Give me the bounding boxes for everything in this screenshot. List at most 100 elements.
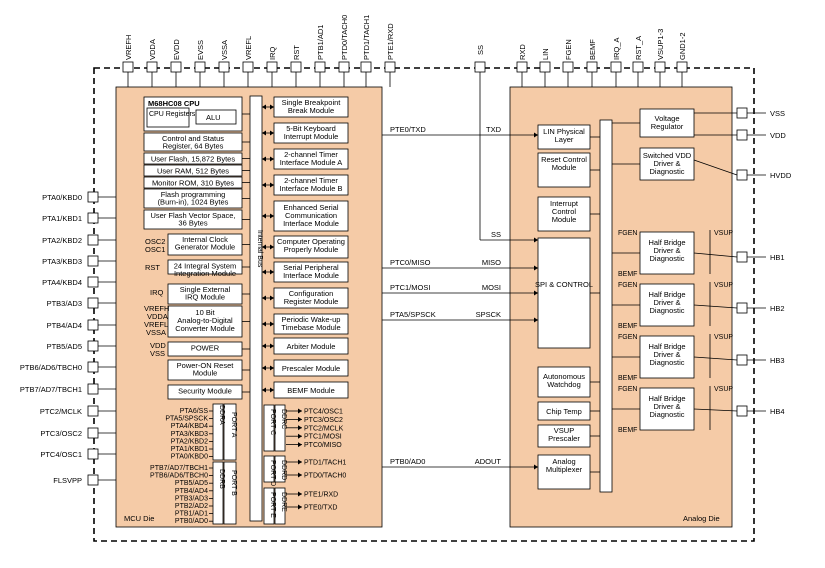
half-bridge-label-3-line: Diagnostic xyxy=(649,410,684,419)
bemf-label: BEMF xyxy=(618,271,637,278)
arrow-head xyxy=(298,442,302,448)
mcu-block-label-6-line: Internal Clock xyxy=(182,235,228,244)
mcu-right-block-label-7-line: Register Module xyxy=(284,297,339,306)
mcu-right-block-label-3-line: 2-channel Timer xyxy=(284,176,338,185)
top-pin-pad xyxy=(122,61,134,73)
bus-arrow xyxy=(262,269,266,275)
left-pin-label: PTB3/AD3 xyxy=(47,299,82,308)
left-pin-label: PTB5/AD5 xyxy=(47,342,82,351)
top-pin-label: IRQ xyxy=(268,47,277,61)
top-pin-label: PTD1/TACH1 xyxy=(362,15,371,60)
arrow-head xyxy=(298,472,302,478)
left-pin-pad xyxy=(87,276,99,288)
top-pin-label: PTE1/RXD xyxy=(386,23,395,60)
fgen-label: FGEN xyxy=(618,386,637,393)
mcu-block-label-1-line: User Flash, 15,872 Bytes xyxy=(151,155,235,164)
mcu-right-block-label-3-line: Interface Module B xyxy=(280,184,343,193)
rst-label: RST xyxy=(145,263,160,272)
analog-block-label-7-line: Analog xyxy=(552,457,575,466)
mcu-right-block-label-0-line: Single Breakpoint xyxy=(282,98,342,107)
port-b-pin: PTB0/AD0 xyxy=(175,518,208,525)
port-a-pin: PTA5/SPSCK xyxy=(165,416,208,423)
left-pin-label: PTB7/AD7/TBCH1 xyxy=(20,385,82,394)
cpu-title: M68HC08 CPU xyxy=(148,99,200,108)
ddrb-label: DDRB xyxy=(218,469,225,489)
bus-arrow xyxy=(270,213,274,219)
left-pin-pad xyxy=(87,234,99,246)
portc-label: PORT C xyxy=(269,409,276,435)
analog-signal-label: SPSCK xyxy=(476,310,501,319)
mcu-block-label-0-line: Register, 64 Bytes xyxy=(163,142,224,151)
top-pin-pad xyxy=(539,61,551,73)
mcu-right-block-label-11: BEMF Module xyxy=(287,386,335,395)
top-pin-label: PTB1/AD1 xyxy=(316,25,325,60)
portd-label: PORT D xyxy=(269,460,276,486)
analog-block-3 xyxy=(537,237,591,349)
mcu-right-block-label-10-line: Prescaler Module xyxy=(282,364,340,373)
mcu-block-label-4: Flash programming(Burn-in), 1024 Bytes xyxy=(158,190,229,207)
left-pin-pad xyxy=(87,191,99,203)
left-pin-pad xyxy=(87,448,99,460)
hb-out-wire xyxy=(693,356,738,361)
right-pin-pad xyxy=(736,129,748,141)
top-pin-pad xyxy=(218,61,230,73)
vdd-label: VDD xyxy=(150,341,166,350)
top-pin-label: VREFL xyxy=(244,36,253,60)
mcu-block-label-10: POWER xyxy=(191,344,220,353)
portb-label: PORT B xyxy=(230,470,237,496)
vrefh-label: VREFH xyxy=(144,304,169,313)
left-pin-pad xyxy=(87,405,99,417)
mcu-block-label-2: User RAM, 512 Bytes xyxy=(157,167,229,176)
top-pin-label: RST_A xyxy=(634,36,643,60)
top-pin-pad xyxy=(384,61,396,73)
vdda-label: VDDA xyxy=(147,312,168,321)
bus-arrow xyxy=(262,182,266,188)
vsup-label: VSUP xyxy=(714,334,733,341)
bemf-label: BEMF xyxy=(618,323,637,330)
port-a-pin: PTA6/SS xyxy=(180,408,209,415)
fgen-label: FGEN xyxy=(618,282,637,289)
ddrb-box xyxy=(212,461,224,525)
right-pin-pad xyxy=(736,251,748,263)
osc2-label: OSC2 xyxy=(145,237,165,246)
mcu-block-label-6-line: Generator Module xyxy=(175,243,235,252)
half-bridge-label-1-line: Diagnostic xyxy=(649,306,684,315)
hb-out-wire xyxy=(693,252,738,258)
port-b-pin: PTB1/AD1 xyxy=(175,511,208,518)
left-pin-pad xyxy=(87,297,99,309)
analog-signal-label: MOSI xyxy=(482,283,501,292)
top-pin-pad xyxy=(242,61,254,73)
mcu-right-block-label-4-line: Enhanced Serial xyxy=(283,203,338,212)
left-pin-label: PTA3/KBD3 xyxy=(42,257,82,266)
wire xyxy=(693,159,738,176)
bus-arrow xyxy=(270,387,274,393)
half-bridge-label-2-line: Driver & xyxy=(653,350,680,359)
mcu-block-label-9-line: 10 Bit xyxy=(195,308,215,317)
fgen-label: FGEN xyxy=(618,334,637,341)
left-pin-label: PTC2/MCLK xyxy=(40,407,82,416)
portc-pin: PTC0/MISO xyxy=(304,442,342,449)
vsup-label: VSUP xyxy=(714,386,733,393)
mcu-signal-label: PTA5/SPSCK xyxy=(390,310,436,319)
top-pin-label: VDDA xyxy=(148,39,157,60)
right-pin-pad xyxy=(736,169,748,181)
internal-bus-label: Internal Bus xyxy=(256,230,263,268)
vss-label: VSS xyxy=(150,349,165,358)
mcu-right-block-label-2-line: Interface Module A xyxy=(280,158,343,167)
right-pin-label: HB3 xyxy=(770,356,785,365)
analog-signal-label: SS xyxy=(491,230,501,239)
right-pin-pad xyxy=(736,405,748,417)
top-pin-pad xyxy=(562,61,574,73)
right-pin-pad xyxy=(736,107,748,119)
bus-arrow xyxy=(262,213,266,219)
